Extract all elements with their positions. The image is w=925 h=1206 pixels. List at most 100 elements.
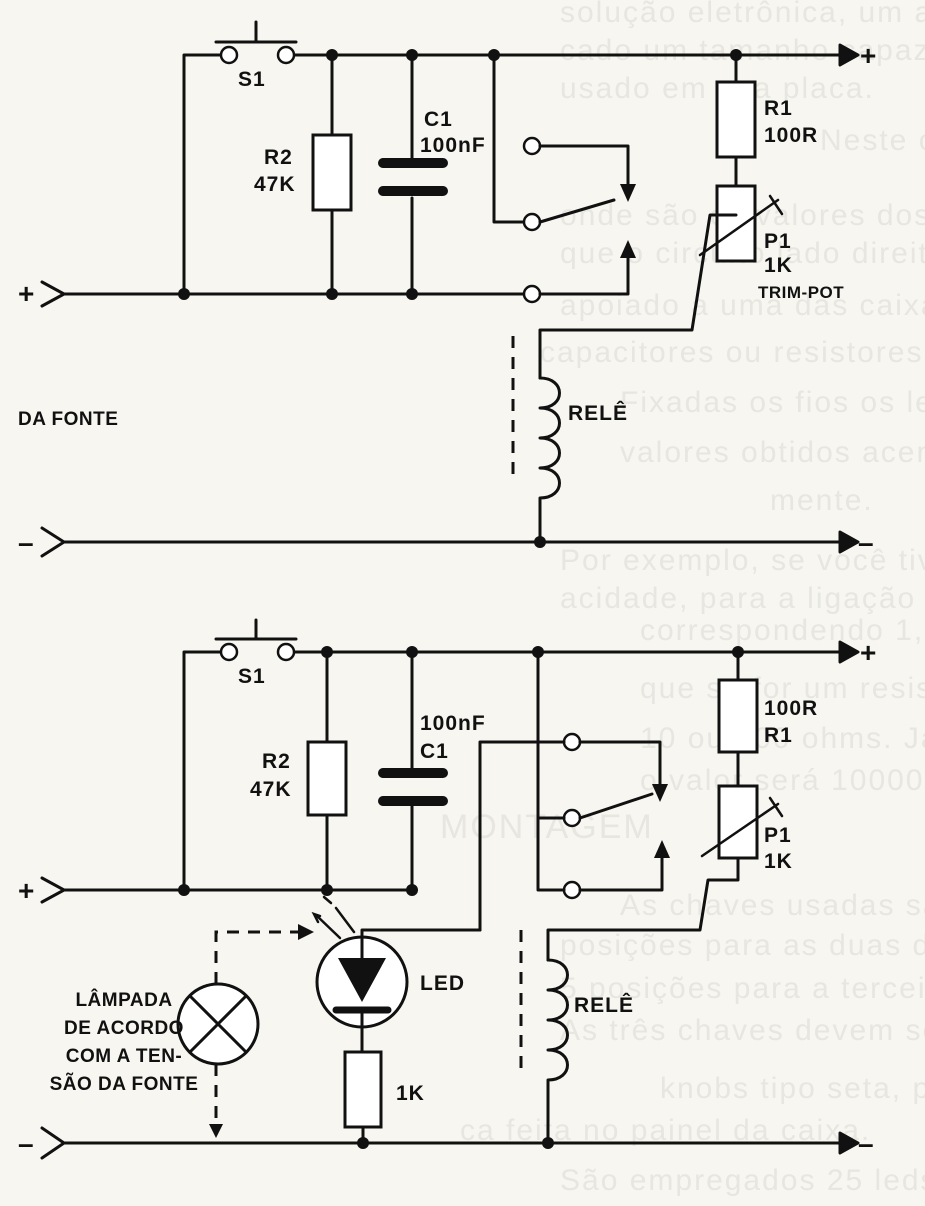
relay-common-contact [522, 212, 542, 232]
bottom-r1-name: R1 [764, 724, 793, 747]
bottom-p1-value: 1K [764, 850, 793, 873]
bg-line: solução eletrônica, um aparelho identifi… [560, 0, 925, 29]
bottom-p1-name: P1 [764, 824, 792, 847]
led-light-ray-icon [322, 895, 333, 905]
minus-output-arrow-icon [838, 1131, 860, 1155]
lamp-caption-line: DE ACORDO [64, 1018, 184, 1039]
junction-dot [326, 49, 338, 61]
bottom-minus-input-label: – [18, 1128, 34, 1159]
bg-line: cado um tamanho capaz para ser [560, 34, 925, 67]
lamp-dashed-link [214, 930, 300, 984]
top-plus-output-label: + [860, 40, 876, 71]
junction-dot [178, 288, 190, 300]
lamp-caption: LÂMPADA DE ACORDO COM A TEN- SÃO DA FONT… [50, 989, 199, 1095]
top-minus-output-label: – [858, 527, 874, 558]
bottom-r2-name: R2 [262, 750, 291, 773]
relay-coil [546, 958, 569, 1145]
junction-dot [406, 288, 418, 300]
relay-no-contact [562, 880, 582, 900]
junction-dot [357, 1137, 369, 1149]
relay-coil [538, 376, 561, 544]
relay-no-arrow-icon [654, 840, 670, 858]
led-light-arrow-icon [311, 911, 342, 940]
bg-line: As chaves usadas são de 1 pólo x 10 [620, 889, 925, 922]
top-r1-name: R1 [764, 97, 793, 120]
relay-nc-arm [538, 144, 630, 192]
c1-plate-top [378, 768, 448, 778]
lamp-lead-arrow-icon [209, 1124, 223, 1138]
relay-common-wire [492, 53, 526, 224]
bottom-plus-output-label: + [860, 637, 876, 668]
bottom-led-resistor-value: 1K [396, 1082, 425, 1105]
s1-left-wire [182, 53, 224, 296]
s1-push-button [214, 20, 298, 65]
relay-no-arrow-icon [620, 240, 636, 258]
plus-input-terminal-icon [40, 876, 66, 904]
lamp-link-arrow-icon [298, 924, 314, 940]
relay-no-contact [522, 284, 542, 304]
junction-dot [730, 49, 742, 61]
top-r1-value: 100R [764, 124, 818, 147]
p1-trimmer-arrow-icon [698, 194, 784, 257]
top-p1-name: P1 [764, 230, 792, 253]
led-resistor [343, 1050, 383, 1129]
top-p1-type: TRIM-POT [758, 283, 844, 302]
bg-line: Fixadas os fios os leds que [620, 386, 925, 419]
minus-output-arrow-icon [838, 530, 860, 554]
c1-plate-bottom [378, 796, 448, 806]
s1-push-button [214, 618, 298, 662]
junction-dot [178, 884, 190, 896]
junction-dot [326, 288, 338, 300]
r2-resistor [306, 740, 348, 817]
plus-output-arrow-icon [838, 43, 860, 67]
p1-trimpot [715, 184, 757, 263]
lamp-cross-icon [188, 994, 248, 1054]
bg-line: capacitores ou resistores. [540, 336, 925, 369]
nc-to-led-wire [478, 740, 566, 932]
c1-plate-bottom [378, 186, 448, 196]
relay-switch-blade [578, 792, 654, 820]
relay-no-arm [578, 850, 664, 892]
background-print-text: solução eletrônica, um aparelho identifi… [440, 0, 925, 1197]
bg-line: correspondendo 1, 10000 o que significa [640, 614, 925, 647]
junction-dot [532, 646, 544, 658]
top-c1-value: 100nF [420, 134, 486, 157]
bottom-plus-input-label: + [18, 875, 34, 906]
lamp-caption-line: SÃO DA FONTE [50, 1073, 199, 1095]
top-r2-name: R2 [264, 146, 293, 169]
bottom-r2-value: 47K [250, 778, 292, 801]
top-c1-name: C1 [424, 108, 453, 131]
bg-line: knobs tipo seta, para apontar para a mar… [660, 1072, 925, 1105]
junction-dot [321, 646, 333, 658]
top-minus-input-label: – [18, 527, 34, 558]
junction-dot [488, 49, 500, 61]
bg-line: mente. [770, 484, 874, 517]
top-source-label: DA FONTE [18, 409, 118, 430]
p1-trimmer-arrow-icon [700, 796, 784, 858]
minus-input-terminal-icon [40, 1126, 66, 1160]
junction-dot [732, 646, 744, 658]
bottom-c1-value: 100nF [420, 712, 486, 735]
bottom-led-label: LED [420, 972, 465, 995]
led-diode-icon [338, 958, 386, 1002]
relay-nc-contact [562, 732, 582, 752]
relay-switch-blade [538, 198, 616, 224]
top-s1-label: S1 [238, 68, 266, 91]
bg-line: 5 posições para a terceira. [560, 972, 925, 1005]
top-circuit: + – + – S1 R2 47K C1 100nF R1 100R P1 1K… [18, 20, 876, 558]
r2-resistor [311, 133, 353, 212]
junction-dot [406, 49, 418, 61]
minus-input-terminal-icon [40, 526, 66, 558]
p1-to-relay-wire [538, 213, 738, 380]
s1-left-wire [182, 650, 224, 892]
bg-line: 10 ou 100 ohms. Já se for um capacitor [640, 722, 925, 755]
relay-nc-contact [522, 136, 542, 156]
bg-line: posições para as duas décadas e 1 pólo x [560, 929, 925, 962]
top-r2-value: 47K [254, 173, 296, 196]
bg-line: valores obtidos acendendo automatica- [620, 436, 925, 469]
top-relay-label: RELÊ [568, 401, 628, 425]
bottom-s1-label: S1 [238, 665, 266, 688]
bg-line: acidade, para a ligação os leds acesos [560, 582, 925, 615]
led-anode-wire [360, 928, 482, 960]
